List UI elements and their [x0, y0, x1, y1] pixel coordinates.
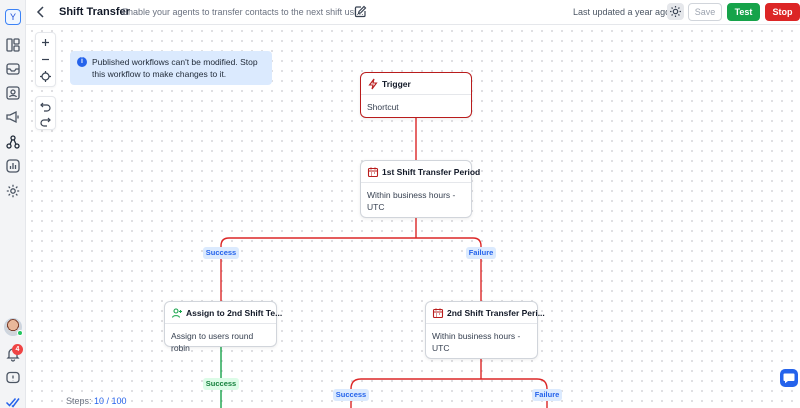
zoom-controls — [35, 32, 56, 87]
reports-icon[interactable] — [5, 158, 21, 174]
back-arrow-icon[interactable] — [34, 4, 48, 20]
steps-value: 10 / 100 — [94, 396, 127, 406]
node-title: Trigger — [382, 79, 411, 89]
lightning-icon — [367, 78, 379, 90]
fit-view-crosshair-icon[interactable] — [39, 70, 52, 83]
test-button[interactable]: Test — [727, 3, 760, 21]
zoom-out-minus-icon[interactable] — [39, 53, 52, 66]
workspace-switcher[interactable]: Y — [5, 9, 21, 25]
calendar-icon — [432, 307, 444, 319]
success-branch-label: Success — [203, 378, 239, 390]
contacts-icon[interactable] — [5, 85, 21, 101]
node-body: Assign to users round robin — [171, 331, 254, 353]
help-icon[interactable] — [5, 370, 21, 386]
steps-counter: Steps: 10 / 100 — [66, 396, 127, 406]
inbox-icon[interactable] — [5, 61, 21, 77]
dashboard-icon[interactable] — [5, 37, 21, 53]
failure-branch-label: Failure — [532, 389, 562, 401]
node-body: Shortcut — [367, 102, 399, 112]
settings-icon[interactable] — [5, 183, 21, 199]
workflow-header: Shift Transfer Enable your agents to tra… — [26, 0, 800, 25]
info-icon: i — [77, 57, 87, 67]
failure-branch-label: Failure — [466, 247, 496, 259]
shift1-node[interactable]: 1st Shift Transfer Period Within busines… — [360, 160, 480, 218]
success-branch-label: Success — [203, 247, 239, 259]
steps-label: Steps: — [66, 396, 92, 406]
user-avatar[interactable] — [4, 318, 23, 336]
last-updated-text: Last updated a year ago — [573, 7, 671, 17]
undo-icon[interactable] — [39, 100, 52, 113]
zoom-in-plus-icon[interactable] — [39, 36, 52, 49]
notification-count-badge: 4 — [12, 344, 23, 355]
workflows-icon[interactable] — [5, 134, 21, 150]
edit-pencil-icon[interactable] — [354, 5, 367, 18]
left-rail: Y 4 — [0, 0, 26, 408]
assign-node[interactable]: Assign to 2nd Shift Te... Assign to user… — [164, 301, 282, 353]
workflow-description: Enable your agents to transfer contacts … — [122, 7, 364, 17]
node-body: Within business hours - UTC — [432, 331, 521, 353]
chat-support-icon[interactable] — [780, 369, 798, 387]
notice-text: Published workflows can't be modified. S… — [92, 57, 258, 79]
node-title: 2nd Shift Transfer Peri... — [447, 308, 545, 318]
stop-button[interactable]: Stop — [765, 3, 800, 21]
redo-icon[interactable] — [39, 115, 52, 128]
workflow-settings-gear-icon[interactable] — [667, 3, 684, 20]
calendar-icon — [367, 166, 379, 178]
history-controls — [35, 96, 56, 130]
save-button[interactable]: Save — [688, 3, 722, 21]
online-status-indicator — [17, 330, 23, 336]
double-check-icon[interactable] — [5, 394, 21, 408]
node-title: 1st Shift Transfer Period — [382, 167, 481, 177]
node-body: Within business hours - UTC — [367, 190, 456, 212]
success-branch-label: Success — [333, 389, 369, 401]
user-plus-icon — [171, 307, 183, 319]
trigger-node[interactable]: Trigger Shortcut — [360, 72, 472, 118]
published-workflow-notice: i Published workflows can't be modified.… — [70, 51, 272, 85]
broadcast-icon[interactable] — [5, 109, 21, 125]
workflow-title: Shift Transfer — [59, 6, 130, 18]
node-title: Assign to 2nd Shift Te... — [186, 308, 283, 318]
shift2-node[interactable]: 2nd Shift Transfer Peri... Within busine… — [425, 301, 545, 359]
